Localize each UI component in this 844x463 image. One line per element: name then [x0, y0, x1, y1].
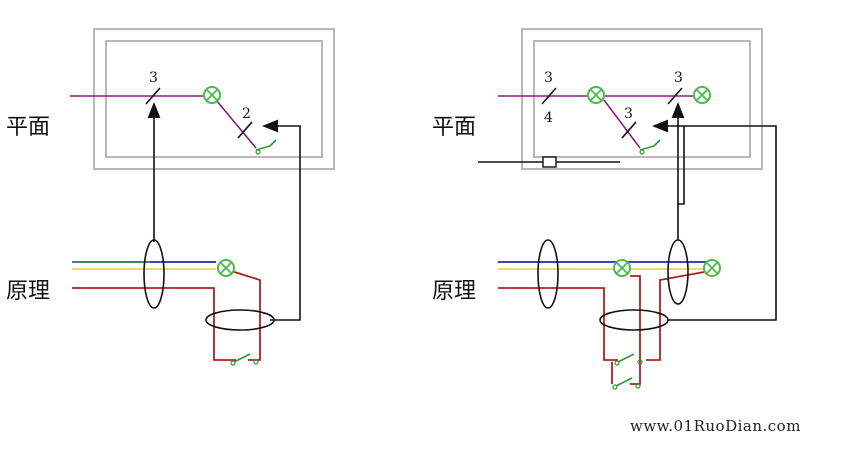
right-wire-red	[498, 287, 618, 361]
left-plan-switch-icon	[255, 139, 277, 155]
right-plan-lamp-icon-1	[587, 86, 605, 104]
right-plan-switch-icon	[639, 139, 661, 155]
right-switch-label-a: 3	[544, 70, 553, 86]
left-wire-red-2	[227, 269, 261, 361]
right-plan-wire-3	[603, 99, 641, 149]
left-principle-lamp-icon	[217, 259, 235, 277]
left-plan-wire-2	[215, 99, 257, 149]
watermark: www.01RuoDian.com	[630, 417, 801, 435]
right-return-path-2	[678, 126, 685, 205]
left-principle-switch-icon	[230, 353, 259, 366]
left-diagram: 3 2 平面 原理	[6, 28, 335, 366]
right-diagram: 3 3 3 4	[432, 28, 777, 390]
left-principle-label: 原理	[6, 279, 50, 304]
right-principle-lamp-icon-1	[613, 259, 631, 277]
right-principle-switch-icon-2	[612, 377, 641, 390]
right-plan-lamp-icon-2	[693, 86, 711, 104]
right-principle-lamp-icon-2	[703, 259, 721, 277]
right-tick-c	[621, 121, 637, 139]
right-room-outer	[521, 28, 763, 170]
right-wire-red-3	[646, 271, 705, 361]
left-plan-lamp-icon	[203, 86, 221, 104]
left-room-outer	[93, 28, 335, 170]
right-tick-b	[667, 87, 683, 105]
right-tick-a	[541, 87, 557, 105]
right-bundle-horizontal	[599, 309, 669, 331]
left-tick-3	[145, 87, 161, 105]
left-switch-label-a: 3	[149, 70, 158, 86]
right-switch-label-d: 4	[544, 110, 553, 126]
right-principle-switch-icon-1	[614, 353, 643, 366]
left-bundle-vertical	[143, 239, 165, 309]
right-switch-label-c: 3	[624, 106, 633, 122]
right-bundle-vertical-2	[667, 239, 689, 305]
left-return-path	[262, 119, 301, 321]
right-junction-box	[542, 156, 557, 168]
right-room-inner	[533, 40, 751, 158]
left-plan-label: 平面	[6, 115, 50, 140]
right-switch-label-b: 3	[674, 70, 683, 86]
left-tick-2	[237, 121, 253, 139]
left-switch-label-b: 2	[242, 106, 251, 122]
right-principle-label: 原理	[432, 279, 476, 304]
right-return-path-1	[652, 119, 777, 321]
left-bundle-horizontal	[205, 309, 275, 331]
right-bundle-vertical-1	[537, 239, 559, 309]
left-room-inner	[105, 40, 323, 158]
right-plan-label: 平面	[432, 115, 476, 140]
left-wire-red	[72, 287, 236, 361]
